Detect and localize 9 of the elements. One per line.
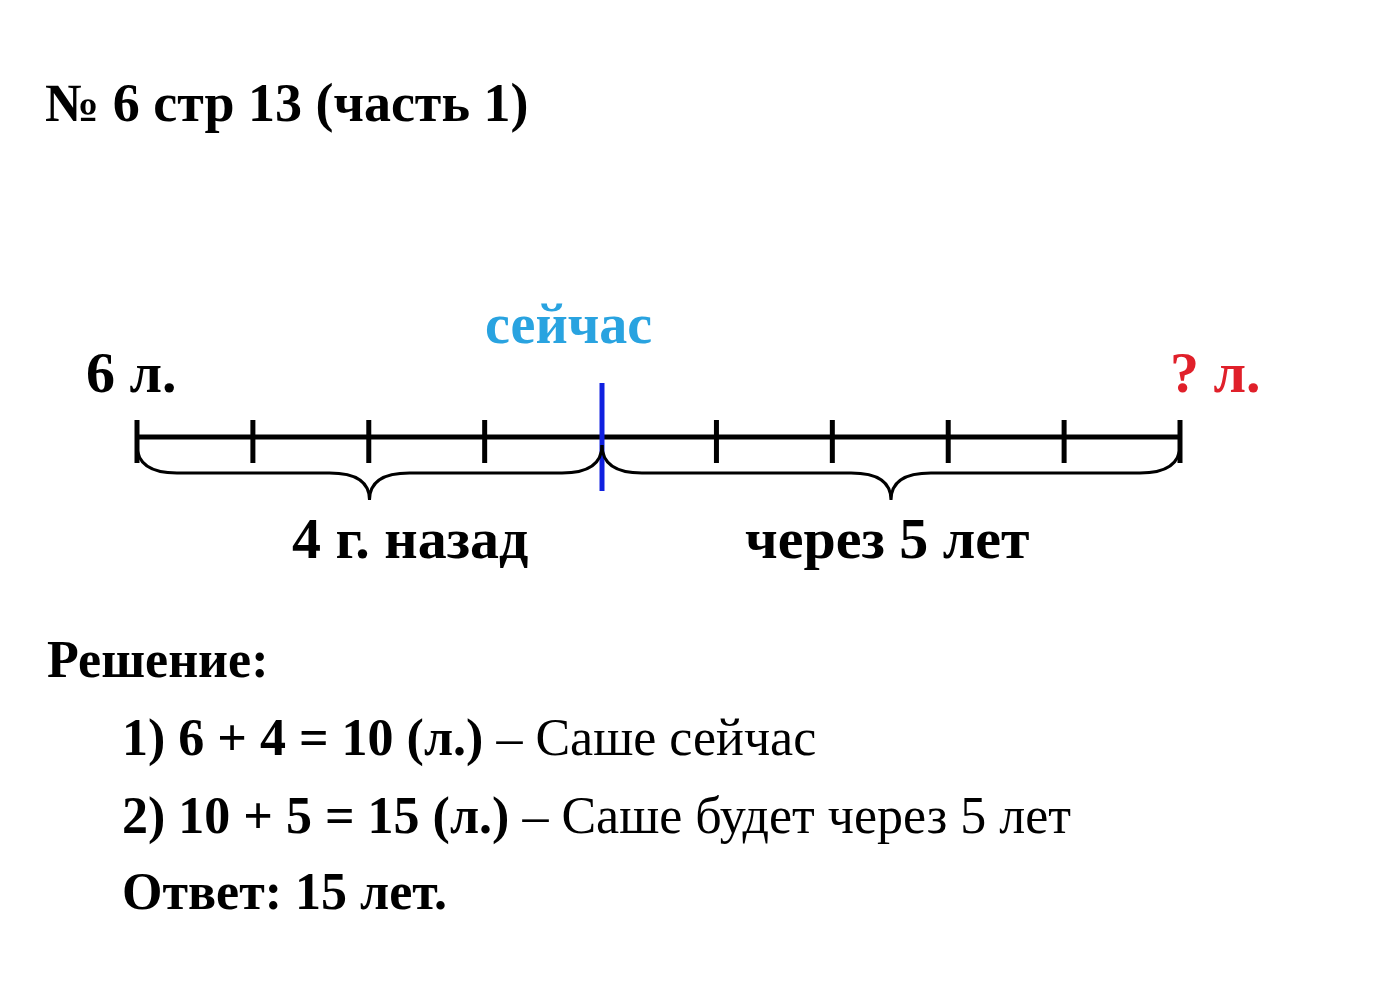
now-label: сейчас <box>485 296 653 352</box>
brace-label: через 5 лет <box>745 510 1030 568</box>
solution-step: 1) 6 + 4 = 10 (л.) – Саше сейчас <box>122 712 817 764</box>
solution-heading: Решение: <box>47 634 269 686</box>
unknown-age-label: ? л. <box>1170 344 1261 402</box>
start-age-label: 6 л. <box>86 344 177 402</box>
brace-label: 4 г. назад <box>292 510 529 568</box>
solution-step: 2) 10 + 5 = 15 (л.) – Саше будет через 5 лет <box>122 790 1071 842</box>
answer-text: Ответ: 15 лет. <box>122 866 447 918</box>
